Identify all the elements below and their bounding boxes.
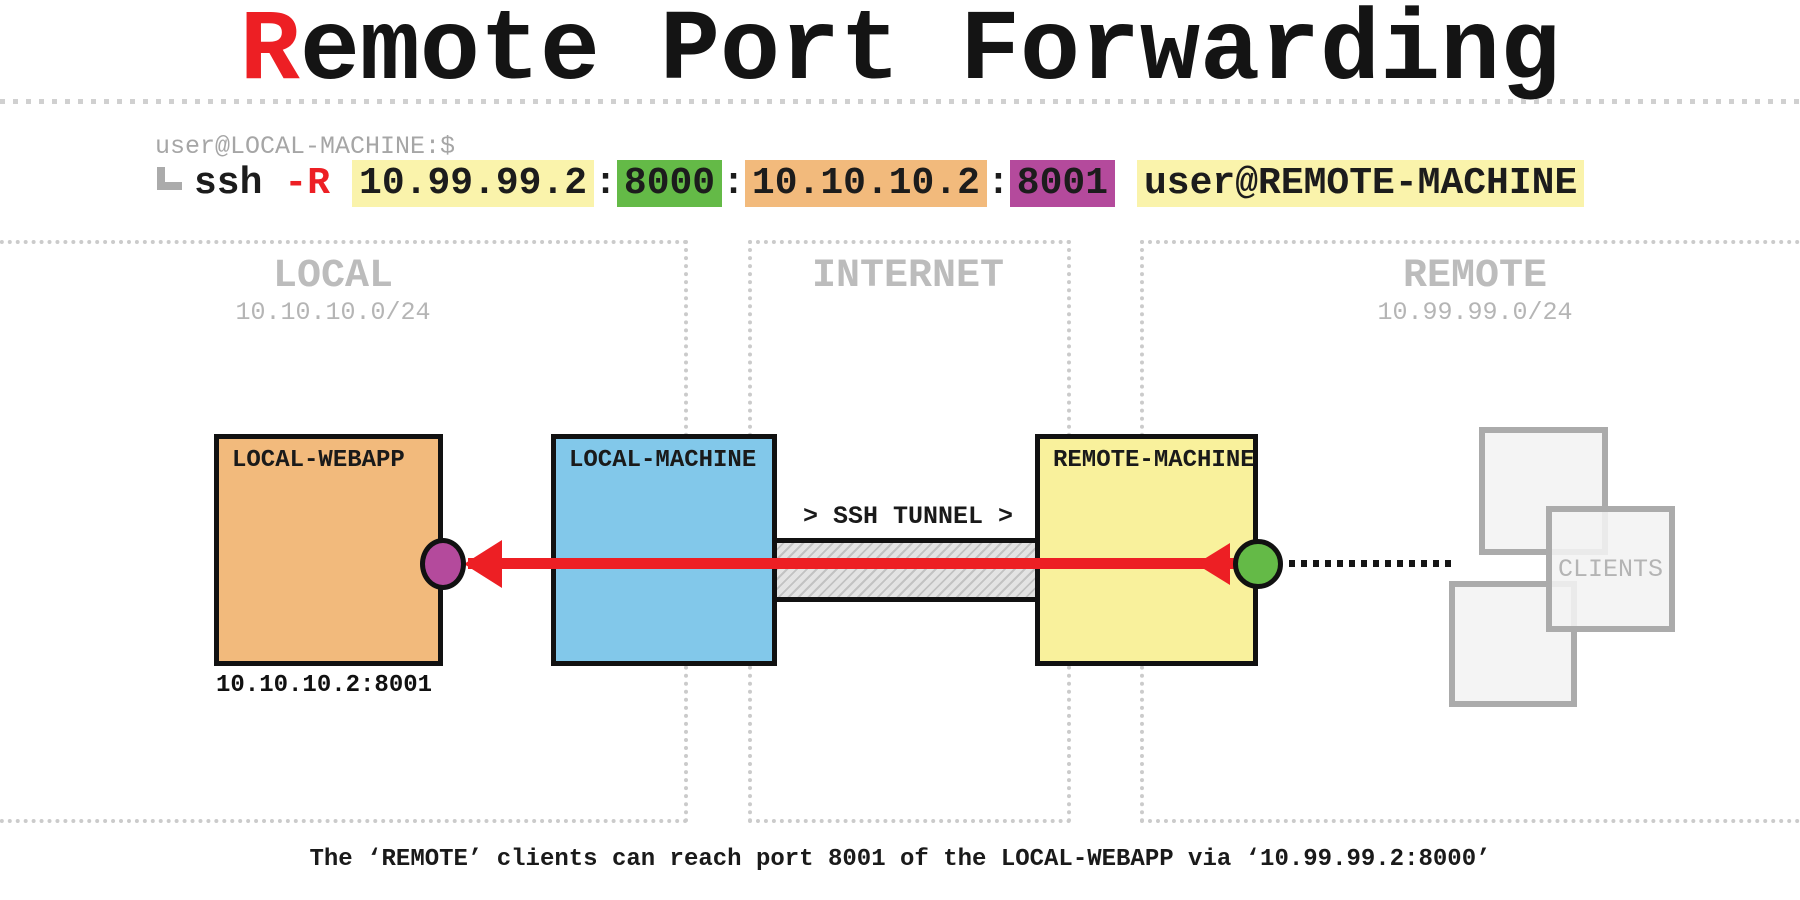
webapp-address-label: 10.10.10.2:8001	[216, 672, 433, 699]
ssh-tunnel-pipe	[775, 538, 1040, 602]
flow-arrowhead-left-icon	[464, 540, 502, 588]
zone-internet-label: INTERNET	[811, 254, 1005, 299]
cmd-colon: :	[594, 161, 617, 205]
cmd-local-port: 8001	[1009, 159, 1115, 207]
cmd-remote-port: 8000	[616, 159, 723, 207]
title-dotted-separator	[0, 99, 1800, 104]
node-remote-machine-label: REMOTE-MACHINE	[1053, 447, 1255, 474]
zone-internet-frame	[748, 240, 1071, 823]
traffic-flow-line	[468, 558, 1240, 569]
return-prompt-icon	[157, 166, 182, 190]
title-accent-letter: R	[239, 0, 300, 109]
node-local-machine-label: LOCAL-MACHINE	[569, 447, 757, 474]
cmd-target: user@REMOTE-MACHINE	[1137, 159, 1585, 207]
ssh-tunnel-label: > SSH TUNNEL >	[802, 502, 1014, 531]
page-title: Remote Port Forwarding	[0, 0, 1800, 109]
cmd-local-address: 10.10.10.2	[744, 159, 987, 207]
caption-text: The ‘REMOTE’ clients can reach port 8001…	[309, 846, 1491, 873]
zone-remote-subnet: 10.99.99.0/24	[1377, 298, 1573, 327]
terminal-prompt: user@LOCAL-MACHINE:$	[155, 132, 456, 161]
clients-dotted-link	[1289, 560, 1455, 567]
node-local-webapp-label: LOCAL-WEBAPP	[232, 447, 405, 474]
flow-arrowhead-right-icon	[1196, 543, 1230, 585]
node-local-webapp: LOCAL-WEBAPP	[214, 434, 443, 666]
zone-local-label: LOCAL	[272, 254, 394, 299]
cmd-colon: :	[722, 161, 745, 205]
cmd-remote-bind-address: 10.99.99.2	[352, 159, 595, 207]
clients-label: CLIENTS	[1557, 554, 1664, 584]
client-box-front: CLIENTS	[1546, 506, 1675, 632]
cmd-colon: :	[986, 161, 1010, 205]
zone-local-subnet: 10.10.10.0/24	[235, 298, 431, 327]
cmd-flag: -R	[284, 161, 331, 205]
zone-remote-label: REMOTE	[1402, 254, 1548, 299]
title-rest: emote Port Forwarding	[299, 0, 1561, 109]
port-8001-circle	[420, 538, 466, 590]
cmd-program: ssh	[194, 161, 263, 205]
port-8000-circle	[1233, 539, 1283, 589]
node-local-machine: LOCAL-MACHINE	[551, 434, 777, 666]
